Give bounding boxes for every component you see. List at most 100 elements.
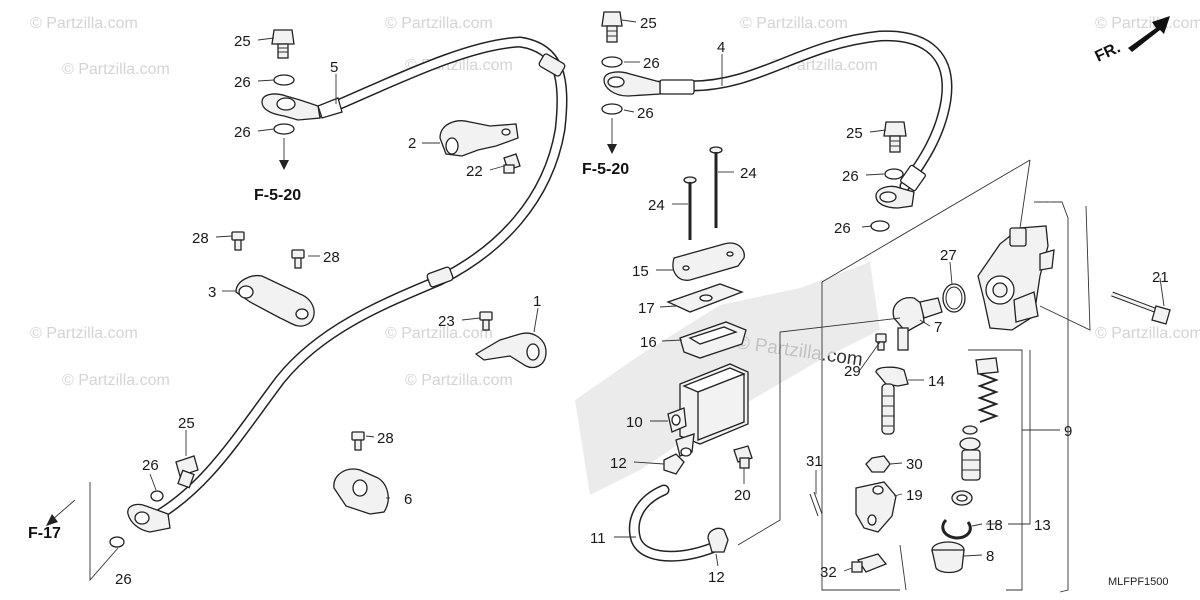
callout-6: 6 (404, 491, 412, 508)
callout-14: 14 (928, 373, 945, 390)
ref-arrow (51, 499, 76, 521)
callout-1: 1 (533, 293, 541, 310)
reference-label: F-5-20 (254, 187, 301, 204)
reference-label: F-5-20 (582, 161, 629, 178)
hose-joint (892, 297, 943, 351)
bolt-20-icon (733, 445, 753, 469)
callout-15: 15 (632, 263, 649, 280)
callout-24: 24 (740, 165, 757, 182)
callout-25: 25 (640, 15, 657, 32)
callout-19: 19 (906, 487, 923, 504)
callout-24: 24 (648, 197, 665, 214)
joint-pin-icon (851, 553, 888, 573)
callout-8: 8 (986, 548, 994, 565)
callout-26: 26 (842, 168, 859, 185)
callout-13: 13 (1034, 517, 1051, 534)
sealing-washer-icon (870, 220, 890, 232)
callout-25: 25 (178, 415, 195, 432)
piston-set (951, 357, 999, 506)
master-cylinder-reservoir (667, 363, 749, 457)
callout-12: 12 (708, 569, 725, 586)
mounting-bolt-icon (1111, 291, 1171, 325)
reservoir-screw-icon (709, 146, 723, 228)
front-indicator-label: FR. (1093, 39, 1124, 65)
sealing-washer-icon (601, 56, 623, 68)
cotter-pin-icon (809, 491, 823, 517)
clevis-joint (855, 481, 897, 533)
guide-lines (737, 159, 1091, 593)
watermark: © Partzilla.com (30, 15, 138, 32)
watermark: © Partzilla.com (62, 61, 170, 78)
callout-4: 4 (717, 39, 725, 56)
rear-brake-hose-short (654, 30, 953, 192)
callout-29: 29 (844, 363, 861, 380)
banjo-fitting-right (875, 185, 915, 209)
bolt-28-icon (291, 249, 305, 269)
banjo-fitting-left (261, 93, 321, 121)
diagram-code: MLFPF1500 (1108, 576, 1169, 588)
diaphragm (679, 321, 747, 359)
callout-20: 20 (734, 487, 751, 504)
hose-guide-3 (235, 274, 315, 327)
callout-7: 7 (934, 319, 942, 336)
reference-label: F-17 (28, 525, 61, 542)
callout-31: 31 (806, 453, 823, 470)
nut-30-icon (865, 455, 891, 473)
callout-5: 5 (330, 59, 338, 76)
callout-17: 17 (638, 300, 655, 317)
ref-arrow-head (46, 514, 58, 526)
ref-arrow-head (607, 144, 617, 154)
bolt-22-icon (503, 153, 521, 174)
callout-22: 22 (466, 163, 483, 180)
watermark: © Partzilla.com (385, 15, 493, 32)
callout-28: 28 (323, 249, 340, 266)
banjo-fitting-top (603, 71, 661, 97)
callout-28: 28 (377, 430, 394, 447)
diaphragm-plate (666, 283, 744, 313)
banjo-bolt-icon (271, 29, 295, 59)
callout-27: 27 (940, 247, 957, 264)
rear-brake-hose-long (144, 36, 568, 526)
callout-26: 26 (142, 457, 159, 474)
callout-26: 26 (234, 124, 251, 141)
sealing-washer-icon (884, 168, 904, 180)
watermark: © Partzilla.com (385, 325, 493, 342)
boot-icon (931, 541, 965, 574)
callout-10: 10 (626, 414, 643, 431)
hose-clamp-1 (474, 332, 547, 369)
ref-arrow-head (279, 160, 289, 170)
o-ring-icon (942, 283, 966, 313)
watermark: © Partzilla.com (62, 372, 170, 389)
sealing-washer-icon (273, 123, 295, 135)
callout-18: 18 (986, 517, 1003, 534)
ref-bracket (89, 482, 119, 582)
push-rod (875, 366, 909, 435)
leader-lines (149, 19, 1165, 572)
callout-23: 23 (438, 313, 455, 330)
bolt-23-icon (479, 311, 493, 331)
watermark: © Partzilla.com (1095, 325, 1200, 342)
callout-26: 26 (637, 105, 654, 122)
callouts: 25 26 5 26 2 22 28 28 3 23 1 25 26 28 6 … (115, 15, 1169, 588)
bolt-28-icon (351, 431, 365, 451)
callout-30: 30 (906, 456, 923, 473)
hose-clamp-2 (439, 120, 519, 157)
callout-28: 28 (192, 230, 209, 247)
watermark: © Partzilla.com (1095, 15, 1200, 32)
callout-26: 26 (234, 74, 251, 91)
callout-16: 16 (640, 334, 657, 351)
callout-26: 26 (115, 571, 132, 588)
watermark: © Partzilla.com (740, 15, 848, 32)
callout-12: 12 (610, 455, 627, 472)
callout-3: 3 (208, 284, 216, 301)
callout-26: 26 (643, 55, 660, 72)
hose-clip-icon (707, 527, 729, 553)
sealing-washer-icon (601, 103, 623, 115)
callout-11: 11 (590, 530, 606, 547)
hose-clamp-6 (333, 468, 389, 515)
reservoir-cap (672, 242, 745, 281)
banjo-fitting-lower (109, 455, 199, 548)
callout-25: 25 (846, 125, 863, 142)
reservoir-hose (628, 484, 718, 562)
callout-26: 26 (834, 220, 851, 237)
